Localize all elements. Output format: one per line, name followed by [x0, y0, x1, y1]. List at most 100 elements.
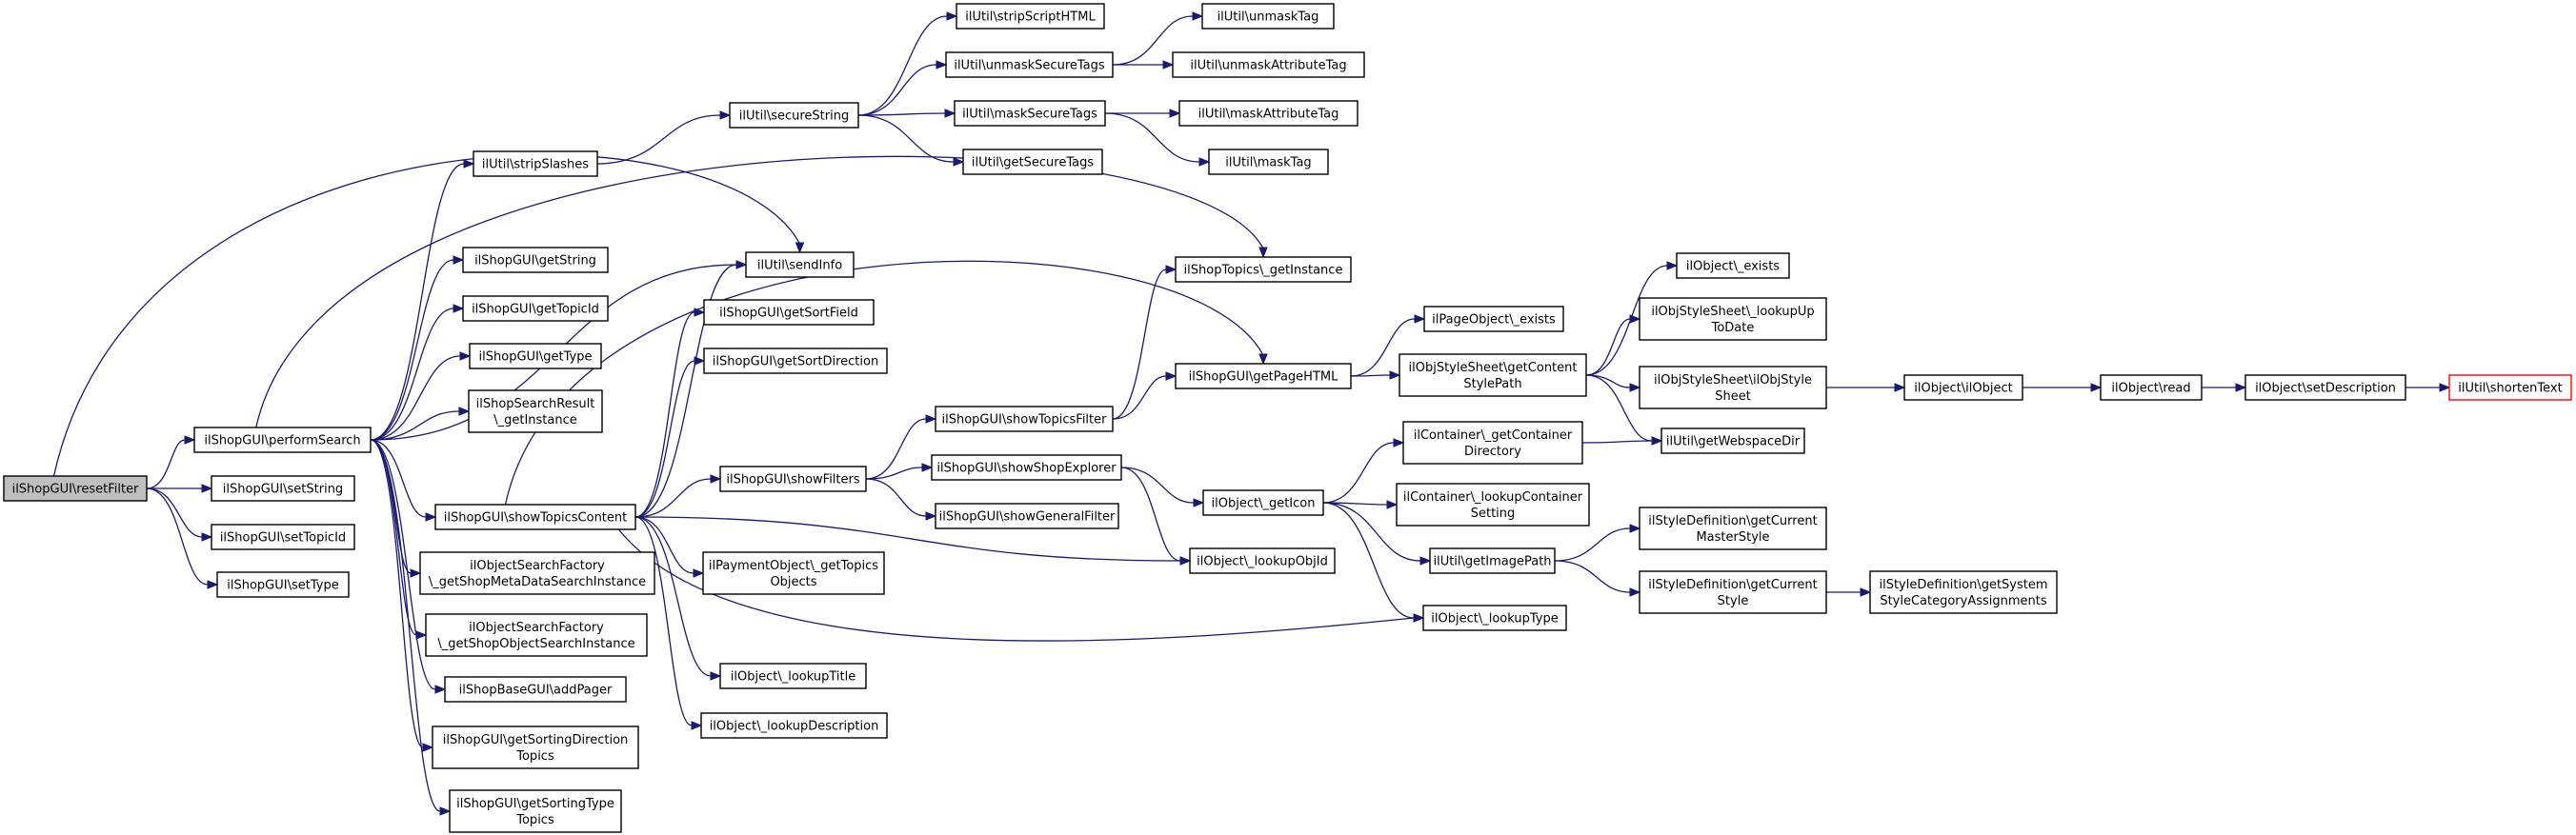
node-read[interactable]: ilObject\read	[2100, 374, 2203, 401]
call-edge	[865, 478, 937, 521]
node-label: ilShopGUI\getString	[474, 254, 596, 268]
node-box	[1639, 507, 1827, 550]
node-label: ToDate	[1711, 321, 1755, 335]
node-label: ilShopGUI\performSearch	[204, 434, 360, 448]
node-set-type[interactable]: ilShopGUI\setType	[216, 571, 350, 598]
node-box	[1402, 421, 1583, 465]
node-lookup-obj-id[interactable]: ilObject\_lookupObjId	[1189, 547, 1336, 574]
node-search-result-get-instance[interactable]: ilShopSearchResult\_getInstance	[468, 389, 603, 433]
node-strip-slashes[interactable]: ilUtil\stripSlashes	[473, 150, 598, 177]
node-box	[719, 466, 867, 492]
node-unmask-attribute-tag[interactable]: ilUtil\unmaskAttributeTag	[1172, 51, 1365, 78]
node-mask-secure-tags[interactable]: ilUtil\maskSecureTags	[954, 100, 1106, 127]
node-set-topic-id[interactable]: ilShopGUI\setTopicId	[211, 524, 355, 550]
node-label: ilShopGUI\showFilters	[726, 473, 860, 487]
arrowhead	[410, 568, 422, 578]
node-box	[462, 247, 609, 273]
node-get-page-h-t-m-l[interactable]: ilShopGUI\getPageHTML	[1175, 363, 1352, 389]
arrowhead	[2235, 383, 2247, 392]
node-box	[211, 475, 355, 502]
call-edge	[1112, 11, 1204, 66]
node-meta-data-search[interactable]: ilObjectSearchFactory\_getShopMetaDataSe…	[419, 551, 655, 595]
arrowhead	[925, 511, 937, 521]
node-shorten-text[interactable]: ilUtil\shortenText	[2448, 374, 2572, 401]
node-show-shop-explorer[interactable]: ilShopGUI\showShopExplorer	[931, 454, 1122, 481]
node-get-system-style-category-assignments[interactable]: ilStyleDefinition\getSystemStyleCategory…	[1869, 570, 2058, 614]
arrowhead	[953, 157, 965, 167]
node-get-webspace-dir[interactable]: ilUtil\getWebspaceDir	[1660, 427, 1805, 454]
node-send-info[interactable]: ilUtil\sendInfo	[745, 251, 855, 278]
node-get-sort-direction[interactable]: ilShopGUI\getSortDirection	[703, 348, 888, 374]
node-label: ilObject\_exists	[1686, 260, 1780, 274]
node-box	[1639, 570, 1827, 614]
arrowhead	[1629, 383, 1641, 392]
node-label: ilObject\_lookupTitle	[731, 670, 855, 685]
node-label: ilShopGUI\getSortDirection	[713, 355, 878, 369]
node-show-filters[interactable]: ilShopGUI\showFilters	[719, 466, 867, 492]
call-edge	[1104, 112, 1211, 167]
call-edge	[2405, 383, 2451, 392]
node-box	[935, 503, 1119, 529]
node-get-topic-id[interactable]: ilShopGUI\getTopicId	[462, 295, 609, 322]
arrowhead	[459, 351, 472, 361]
node-get-image-path[interactable]: ilUtil\getImagePath	[1429, 547, 1556, 574]
node-label: ilShopGUI\showGeneralFilter	[939, 510, 1116, 525]
node-page-object-exists[interactable]: ilPageObject\_exists	[1423, 306, 1564, 332]
node-box	[745, 251, 855, 278]
node-label: ilPageObject\_exists	[1432, 313, 1556, 328]
node-show-topics-content[interactable]: ilShopGUI\showTopicsContent	[434, 504, 636, 530]
node-box	[1422, 605, 1567, 631]
node-object-search[interactable]: ilObjectSearchFactory\_getShopObjectSear…	[425, 613, 648, 657]
node-box	[1189, 547, 1336, 574]
node-secure-string[interactable]: ilUtil\secureString	[729, 102, 859, 129]
node-show-general-filter[interactable]: ilShopGUI\showGeneralFilter	[935, 503, 1119, 529]
node-perform-search[interactable]: ilShopGUI\performSearch	[193, 427, 372, 453]
call-edge	[1826, 587, 1872, 597]
node-box	[432, 726, 639, 769]
node-label: ilShopTopics\_getInstance	[1184, 264, 1343, 278]
node-show-topics-filter[interactable]: ilShopGUI\showTopicsFilter	[935, 406, 1114, 432]
call-edge	[865, 463, 934, 480]
call-edge	[857, 109, 956, 118]
node-lookup-type[interactable]: ilObject\_lookupType	[1422, 605, 1567, 631]
node-label: ilObjStyleSheet\ilObjStyle	[1654, 373, 1812, 388]
node-lookup-description[interactable]: ilObject\_lookupDescription	[700, 712, 888, 739]
node-get-string[interactable]: ilShopGUI\getString	[462, 247, 609, 273]
node-label: ilUtil\secureString	[739, 109, 849, 124]
call-edge	[865, 414, 937, 480]
node-set-description[interactable]: ilObject\setDescription	[2244, 374, 2406, 401]
call-edge	[634, 516, 703, 730]
node-get-secure-tags[interactable]: ilUtil\getSecureTags	[962, 149, 1103, 175]
node-mask-attribute-tag[interactable]: ilUtil\maskAttributeTag	[1178, 100, 1358, 127]
node-strip-script-h-t-m-l[interactable]: ilUtil\stripScriptHTML	[956, 3, 1105, 30]
edge-layer	[52, 11, 2451, 816]
node-label: Style	[1718, 594, 1749, 608]
node-label: ilShopGUI\getSortingDirection	[443, 733, 629, 747]
node-unmask-tag[interactable]: ilUtil\unmaskTag	[1201, 3, 1335, 30]
node-reset-filter[interactable]: ilShopGUI\resetFilter	[3, 475, 148, 502]
node-set-string[interactable]: ilShopGUI\setString	[211, 475, 355, 502]
node-box	[1869, 570, 2058, 614]
node-get-sort-field[interactable]: ilShopGUI\getSortField	[703, 299, 875, 326]
node-box	[1639, 366, 1827, 409]
node-lookup-title[interactable]: ilObject\_lookupTitle	[719, 663, 867, 689]
node-il-obj-style-sheet[interactable]: ilObjStyleSheet\ilObjStyleSheet	[1639, 366, 1827, 409]
node-shop-topics-get-instance[interactable]: ilShopTopics\_getInstance	[1175, 256, 1352, 283]
node-get-type[interactable]: ilShopGUI\getType	[469, 343, 602, 369]
node-unmask-secure-tags[interactable]: ilUtil\unmaskSecureTags	[945, 51, 1114, 78]
node-il-object[interactable]: ilObject\ilObject	[1903, 374, 2023, 401]
node-mask-tag[interactable]: ilUtil\maskTag	[1208, 149, 1329, 175]
node-add-pager[interactable]: ilShopBaseGUI\addPager	[444, 676, 627, 703]
node-get-icon[interactable]: ilObject\_getIcon	[1202, 489, 1324, 516]
node-object-exists[interactable]: ilObject\_exists	[1676, 252, 1790, 279]
